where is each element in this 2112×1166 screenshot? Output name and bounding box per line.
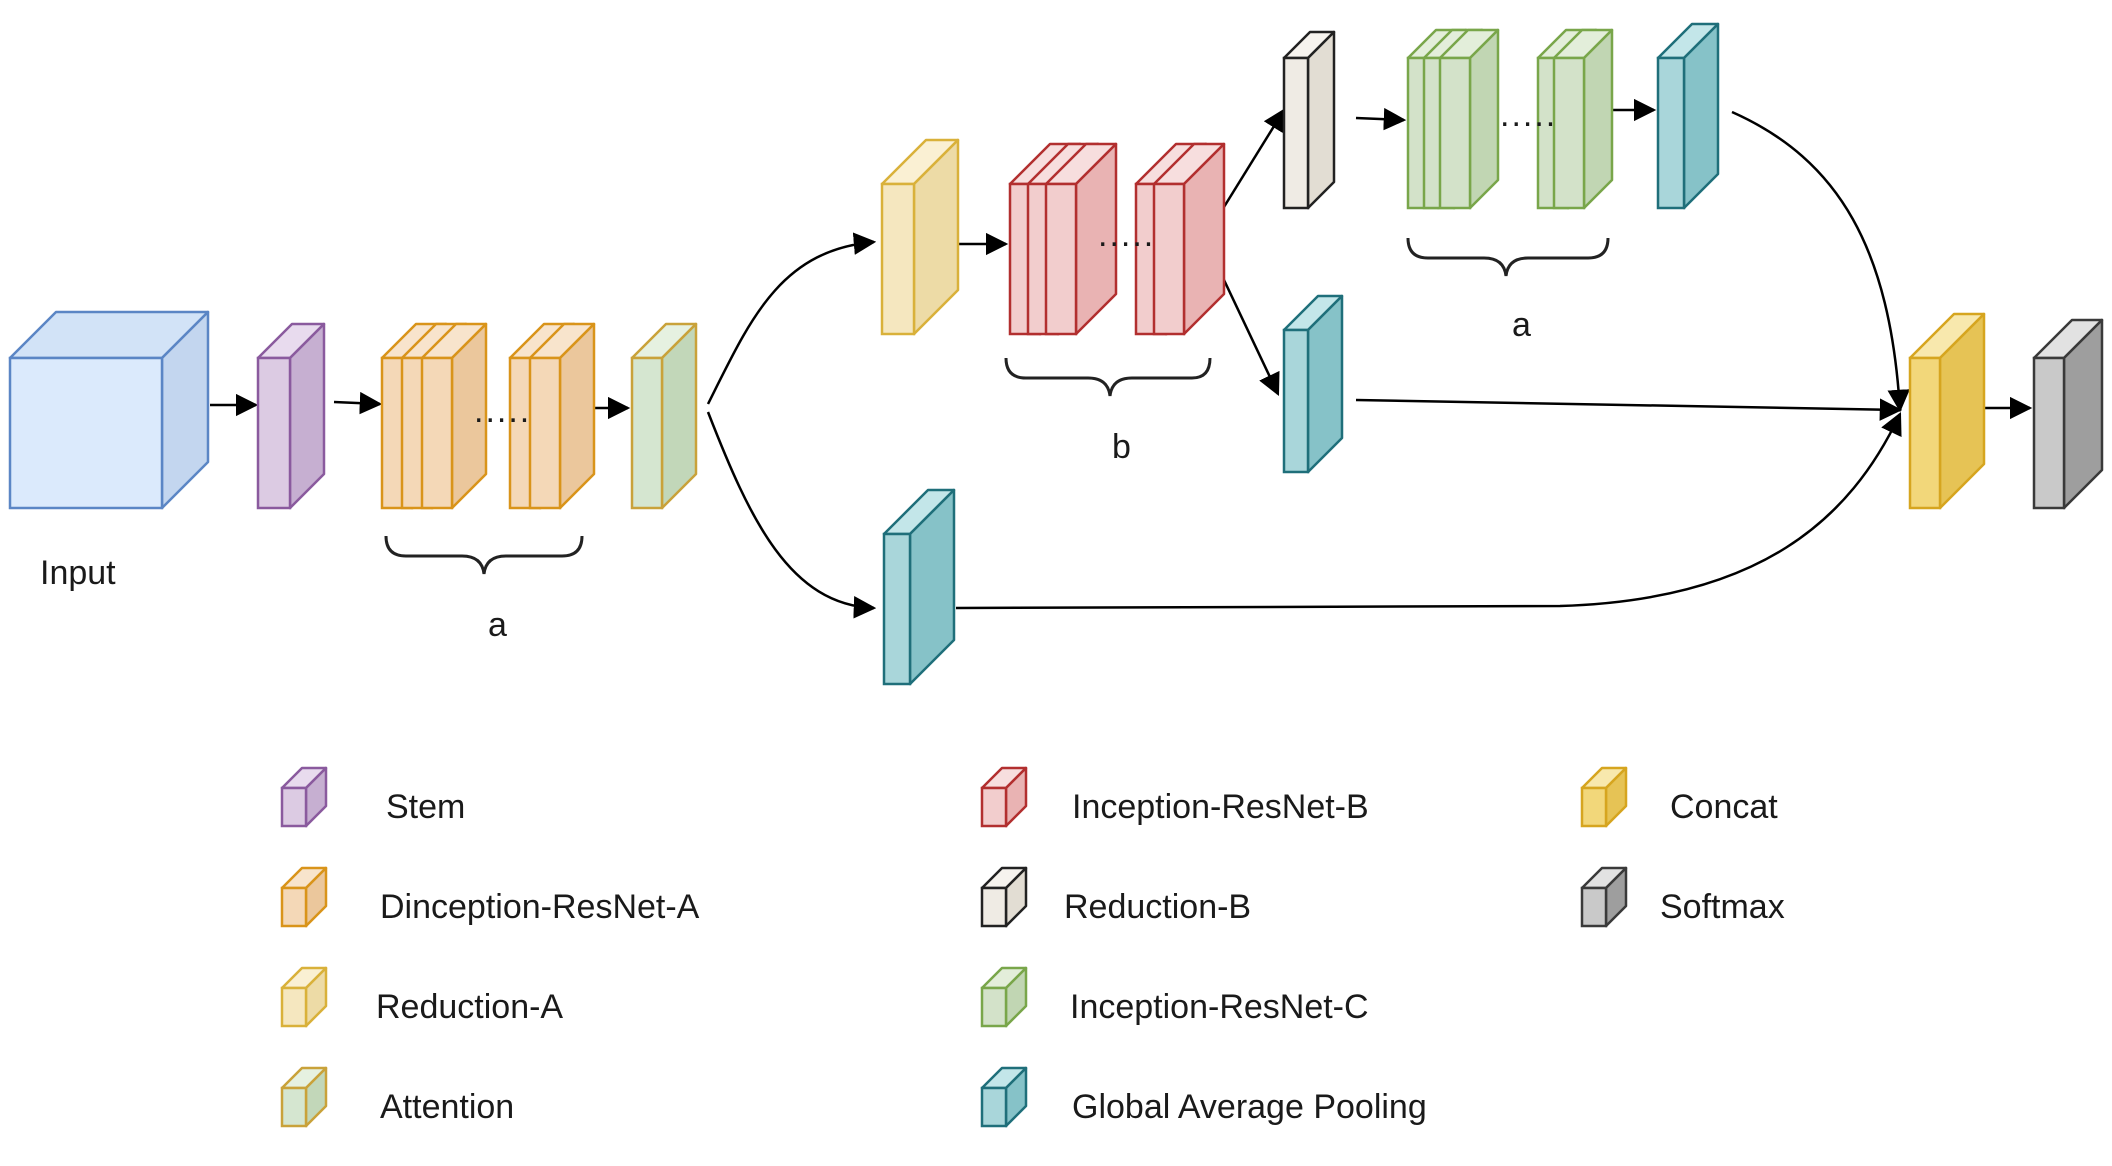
concat-block	[1908, 312, 1986, 510]
arrow-gap-middle-to-concat	[1355, 398, 1903, 421]
gap-block-middle	[1282, 294, 1344, 474]
ellipsis-inception-c: .....	[1500, 96, 1557, 134]
legend-item-gap: Global Average Pooling	[980, 1066, 1427, 1128]
legend-swatch-inceptionB	[980, 766, 1028, 828]
legend-label-reductionB: Reduction-B	[1064, 888, 1251, 926]
input-label: Input	[40, 554, 116, 592]
legend-swatch-attention	[280, 1066, 328, 1128]
legend-label-reductionA: Reduction-A	[376, 988, 563, 1026]
legend-swatch-reductionB	[980, 866, 1028, 928]
arrow-attention-to-reduction-a	[706, 232, 877, 405]
blocks	[8, 22, 2104, 686]
inception-b-block-5	[1152, 142, 1226, 336]
inception-b-block-3	[1044, 142, 1118, 336]
legend-item-attention: Attention	[280, 1066, 514, 1128]
ellipsis-inception-b: .....	[1098, 216, 1155, 254]
legend-swatch-reductionA	[280, 966, 328, 1028]
legend-item-dinception: Dinception-ResNet-A	[280, 866, 700, 928]
legend-swatch-inceptionC	[980, 966, 1028, 1028]
legend-label-gap: Global Average Pooling	[1072, 1088, 1427, 1126]
legend-swatch-gap	[980, 1066, 1028, 1128]
legend-item-reductionA: Reduction-A	[280, 966, 563, 1028]
ellipsis-dinception: .....	[474, 392, 531, 430]
arrow-stem-to-dinception	[333, 391, 383, 415]
inception-c-block-5	[1552, 28, 1614, 210]
legend-label-inceptionB: Inception-ResNet-B	[1072, 788, 1369, 826]
legend-swatch-dinception	[280, 866, 328, 928]
legend-swatch-concat	[1580, 766, 1628, 828]
legend-label-softmax: Softmax	[1660, 888, 1785, 926]
legend-item-inceptionC: Inception-ResNet-C	[980, 966, 1369, 1028]
legend-item-softmax: Softmax	[1580, 866, 1785, 928]
dinception-block-3	[420, 322, 488, 510]
group-a-right-label: a	[1512, 306, 1531, 344]
gap-block-bottom	[882, 488, 956, 686]
legend-item-stem: Stem	[280, 766, 465, 828]
group-b-label: b	[1112, 428, 1131, 466]
legend-label-inceptionC: Inception-ResNet-C	[1070, 988, 1369, 1026]
stem-block	[256, 322, 326, 510]
connections	[210, 98, 2033, 619]
arrow-attention-to-gap-bottom	[706, 411, 877, 619]
legend-item-reductionB: Reduction-B	[980, 866, 1251, 928]
attention-block	[630, 322, 698, 510]
arrow-reduction-b-to-inception-c	[1355, 107, 1407, 131]
legend-label-concat: Concat	[1670, 788, 1778, 826]
reduction-b-block	[1282, 30, 1336, 210]
inception-c-block-3	[1438, 28, 1500, 210]
legend-item-inceptionB: Inception-ResNet-B	[980, 766, 1369, 828]
dinception-block-5	[528, 322, 596, 510]
arrow-gap-top-to-concat	[1731, 110, 1910, 413]
input-cube	[8, 310, 210, 510]
legend-item-concat: Concat	[1580, 766, 1778, 828]
legend-label-attention: Attention	[380, 1088, 514, 1126]
group-a-left-label: a	[488, 606, 507, 644]
brace-group-b	[1004, 357, 1212, 397]
legend-label-stem: Stem	[386, 788, 465, 826]
brace-group-a-right	[1406, 237, 1610, 277]
reduction-a-block	[880, 138, 960, 336]
legend-label-dinception: Dinception-ResNet-A	[380, 888, 700, 926]
legend-swatch-softmax	[1580, 866, 1628, 928]
brace-group-a-left	[384, 535, 584, 575]
arrow-gap-bottom-to-concat	[955, 411, 1902, 610]
gap-block-top	[1656, 22, 1720, 210]
legend-swatch-stem	[280, 766, 328, 828]
softmax-block	[2032, 318, 2104, 510]
